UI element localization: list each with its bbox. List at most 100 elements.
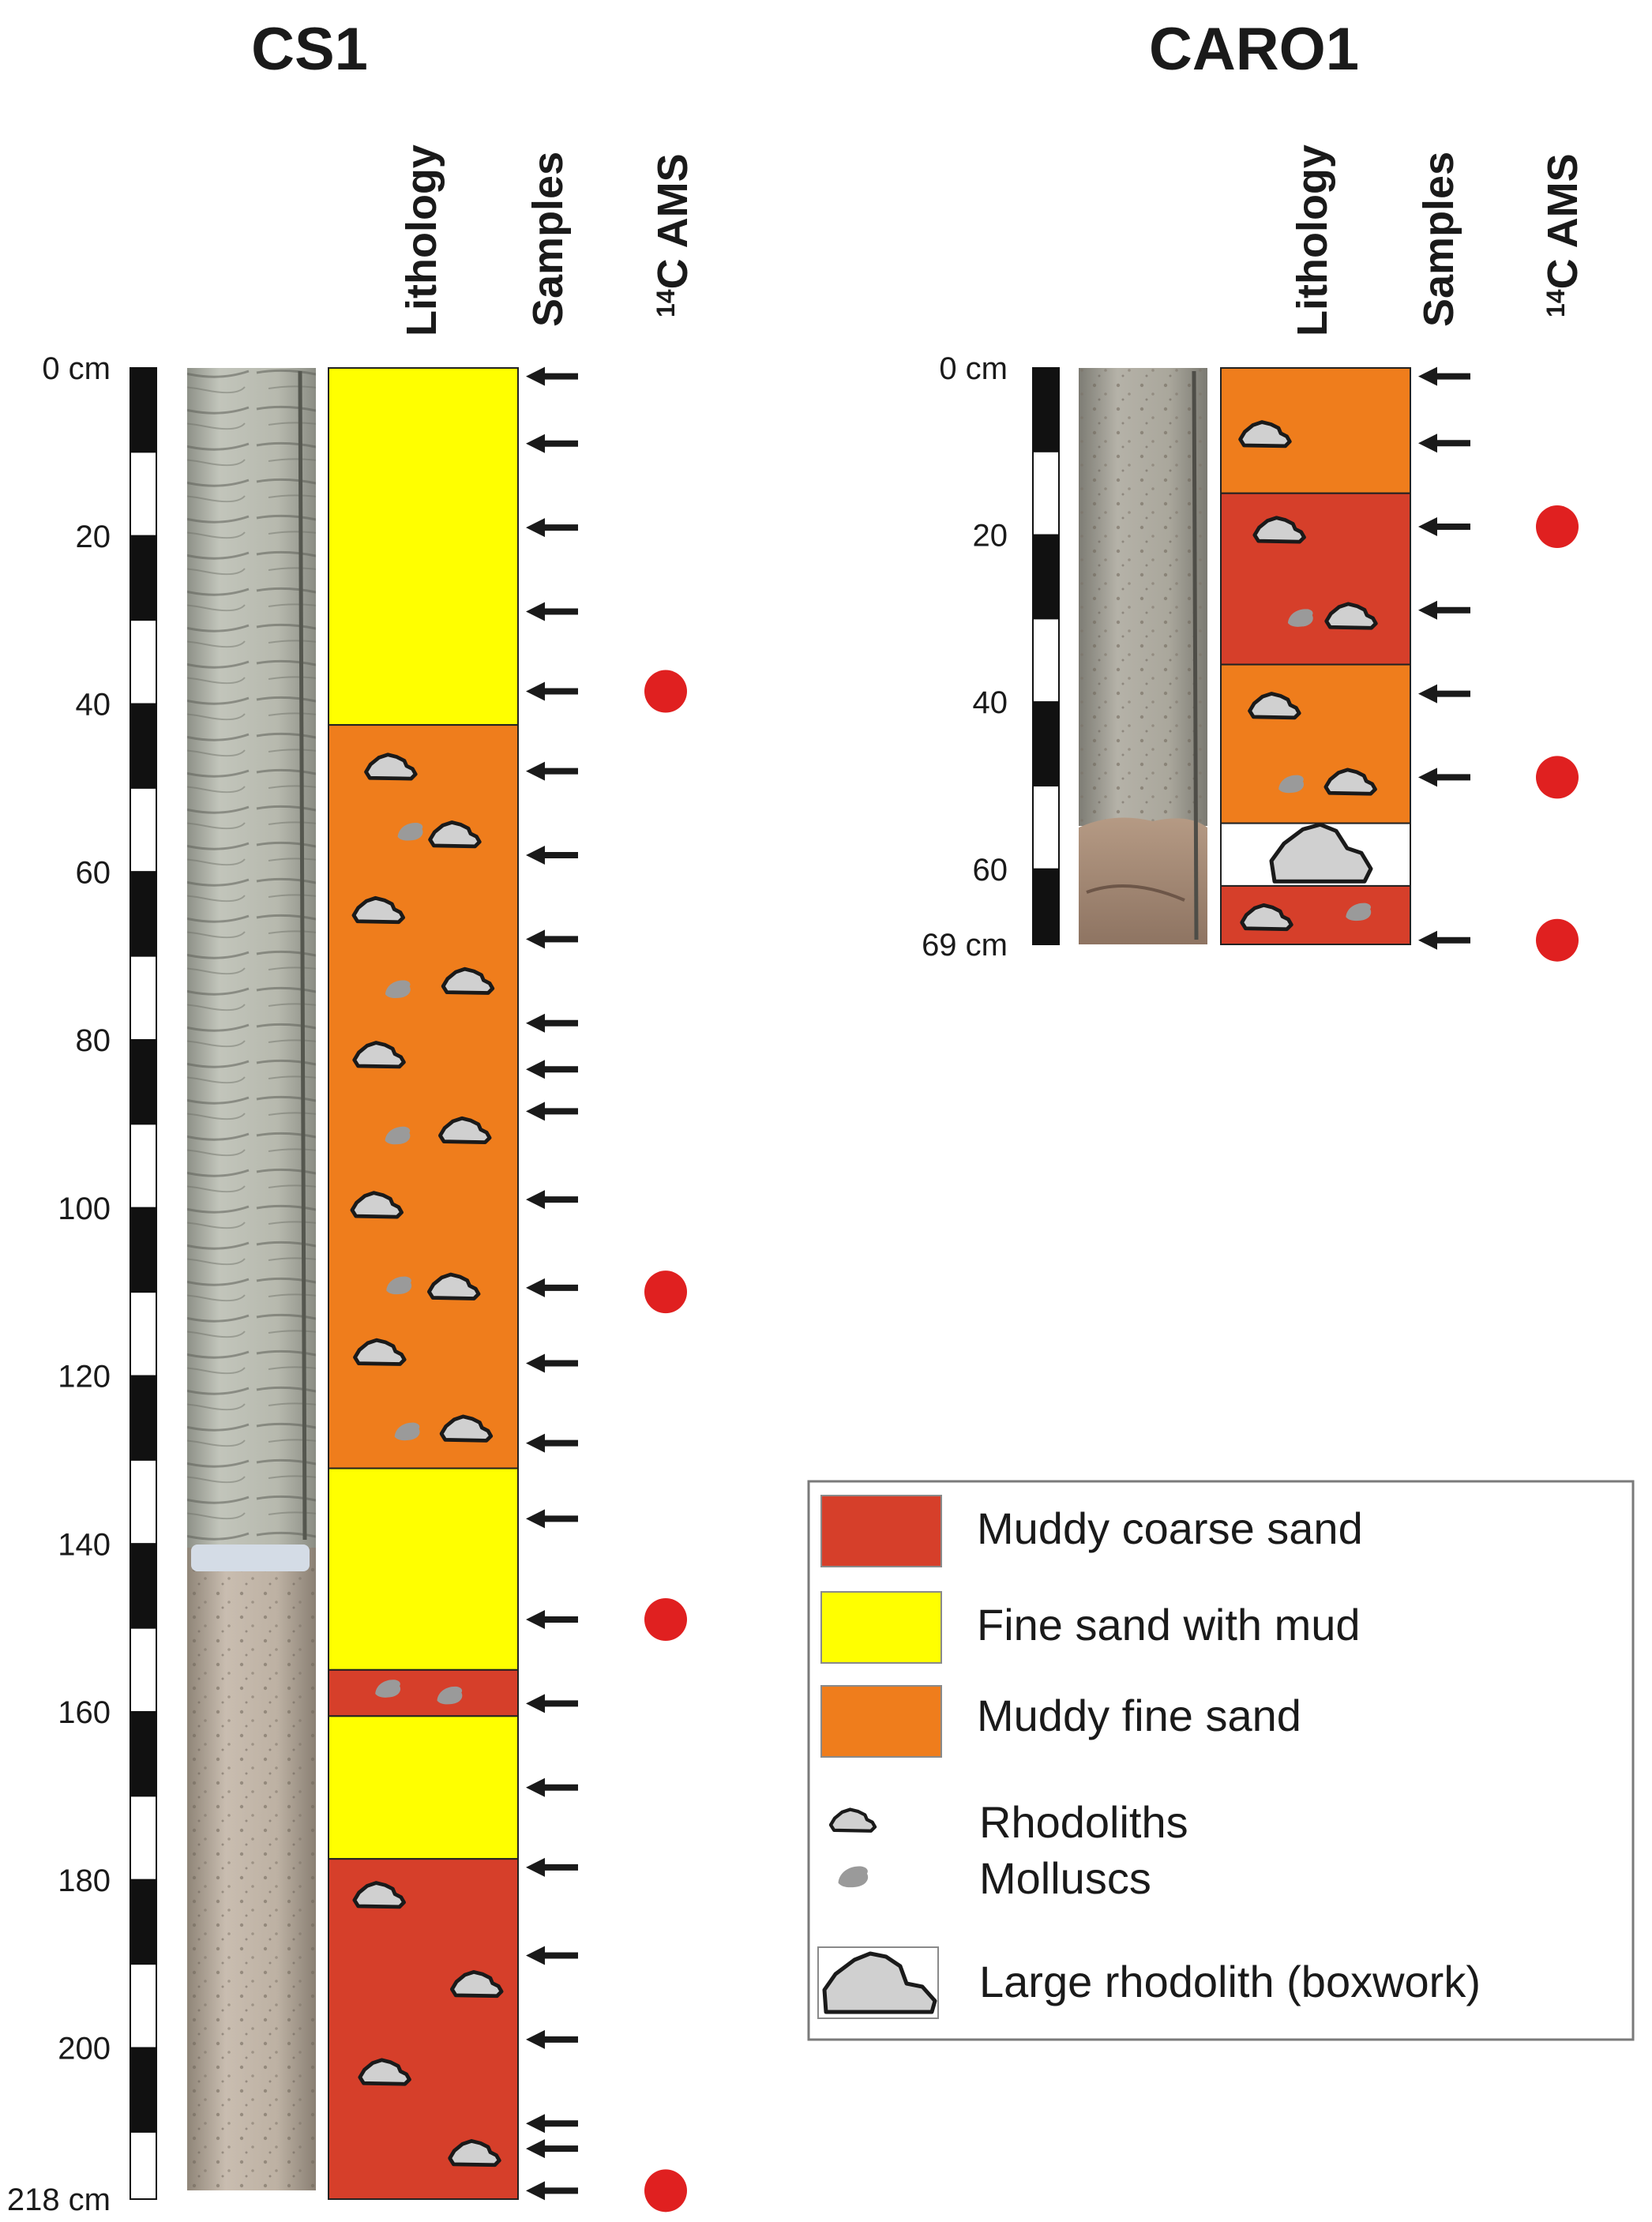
depth-scale-segment xyxy=(130,1879,157,1965)
depth-scale-segment xyxy=(1032,450,1060,536)
lithology-block xyxy=(328,1668,519,1717)
depth-scale-cs1 xyxy=(130,367,157,2201)
depth-label: 69 cm xyxy=(922,928,1008,963)
depth-scale-segment xyxy=(1032,868,1060,945)
depth-scale-segment xyxy=(130,451,157,537)
c14-header-text-cs1: C AMS xyxy=(649,153,696,289)
depth-label: 40 xyxy=(76,688,111,723)
depth-scale-segment xyxy=(130,1375,157,1461)
core-cs1: CS1 Lithology Samples 14C AMS 0 cm204060… xyxy=(7,16,696,2217)
depth-scale-segment xyxy=(130,2130,157,2201)
depth-scale-segment xyxy=(130,619,157,705)
sample-arrow xyxy=(526,929,578,949)
c14-header-caro1: 14C AMS xyxy=(1539,153,1586,317)
sample-arrow xyxy=(526,681,578,701)
sample-arrow xyxy=(526,1433,578,1453)
depth-scale-segment xyxy=(130,1039,157,1125)
sample-arrow xyxy=(526,845,578,865)
lithology-header-cs1: Lithology xyxy=(398,145,445,336)
depth-label: 218 cm xyxy=(7,2183,111,2217)
legend-label-fine-sand-with-mud: Fine sand with mud xyxy=(977,1600,1361,1650)
lithology-column-cs1 xyxy=(328,367,519,2200)
core-photo-edge-cs1 xyxy=(298,370,307,1541)
lithology-block xyxy=(328,1467,519,1671)
depth-label: 60 xyxy=(76,855,111,890)
sample-arrows-caro1 xyxy=(1418,366,1470,950)
c14-dating-marker xyxy=(1536,756,1579,799)
depth-scale-segment xyxy=(130,1627,157,1713)
c14-header-cs1: 14C AMS xyxy=(649,153,696,317)
sample-arrow xyxy=(526,1278,578,1297)
c14-markers-caro1 xyxy=(1536,505,1579,962)
depth-scale-segment xyxy=(1032,534,1060,620)
sample-arrow xyxy=(1418,434,1470,453)
legend-box xyxy=(807,1480,1635,2041)
column-headers-cs1: Lithology Samples 14C AMS xyxy=(398,145,696,336)
depth-label: 20 xyxy=(973,519,1008,554)
depth-label: 140 xyxy=(58,1527,111,1562)
core-photo-cs1 xyxy=(187,368,316,2190)
depth-scale-segment xyxy=(130,871,157,957)
c14-dating-marker xyxy=(1536,918,1579,962)
core-photo-label-tape-cs1 xyxy=(191,1545,310,1571)
depth-scale-caro1 xyxy=(1032,367,1060,945)
depth-scale-segment xyxy=(130,1711,157,1797)
depth-scale-segment xyxy=(130,1458,157,1545)
core-photo-texture-cs1 xyxy=(187,368,316,1548)
depth-scale-segment xyxy=(130,1207,157,1293)
depth-label: 0 cm xyxy=(42,351,111,386)
c14-dating-marker xyxy=(644,1271,687,1314)
lithology-block xyxy=(1220,663,1411,824)
sample-arrow xyxy=(526,2029,578,2049)
depth-scale-segment xyxy=(130,1291,157,1377)
c14-dating-marker xyxy=(644,2169,687,2213)
sample-arrow xyxy=(1418,517,1470,537)
lithology-header-caro1: Lithology xyxy=(1289,145,1336,336)
sample-arrow xyxy=(526,1694,578,1713)
sample-arrow xyxy=(1418,930,1470,950)
legend: Muddy coarse sand Fine sand with mud Mud… xyxy=(807,1480,1635,2041)
core-photo-rock-crack-caro1 xyxy=(1086,884,1185,902)
lithology-column-caro1 xyxy=(1220,367,1411,945)
depth-label: 40 xyxy=(973,685,1008,720)
legend-label-large-rhodolith: Large rhodolith (boxwork) xyxy=(979,1957,1481,2006)
sample-arrow xyxy=(1418,768,1470,787)
sample-arrow xyxy=(526,602,578,621)
legend-label-muddy-coarse-sand: Muddy coarse sand xyxy=(977,1503,1363,1553)
sample-arrow xyxy=(526,1013,578,1033)
lithology-block xyxy=(328,367,519,726)
depth-scale-segment xyxy=(1032,617,1060,704)
samples-header-caro1: Samples xyxy=(1415,152,1462,327)
depth-scale-segment xyxy=(1032,784,1060,870)
c14-header-sup-cs1: 14 xyxy=(651,289,680,317)
c14-dating-marker xyxy=(644,1598,687,1642)
depth-scale-segment xyxy=(130,955,157,1042)
sample-arrow xyxy=(526,1102,578,1121)
depth-label: 180 xyxy=(58,1864,111,1898)
legend-large-rhodolith-icon xyxy=(822,1951,937,2014)
sample-arrow xyxy=(1418,684,1470,704)
legend-swatch-muddy-fine-sand xyxy=(820,1685,942,1758)
sample-arrow xyxy=(526,1190,578,1210)
lithology-block xyxy=(328,1715,519,1860)
depth-scale-segment xyxy=(130,535,157,621)
depth-scale-segment xyxy=(130,367,157,453)
sample-arrow xyxy=(526,761,578,781)
depth-scale-segment xyxy=(130,1123,157,1209)
depth-label: 160 xyxy=(58,1695,111,1730)
depth-label: 120 xyxy=(58,1360,111,1394)
c14-dating-marker xyxy=(1536,505,1579,549)
c14-markers-cs1 xyxy=(644,670,687,2213)
large-rhodolith-symbol xyxy=(1269,822,1373,884)
sample-arrow xyxy=(526,1509,578,1529)
c14-header-text-caro1: C AMS xyxy=(1539,153,1586,289)
legend-swatch-muddy-coarse-sand xyxy=(820,1495,942,1567)
legend-label-molluscs: Molluscs xyxy=(979,1853,1151,1903)
core-photo-rock-caro1 xyxy=(1079,817,1207,944)
sample-arrow xyxy=(526,1610,578,1630)
depth-label: 200 xyxy=(58,2032,111,2066)
core-title-cs1: CS1 xyxy=(251,16,368,83)
core-photo-caro1 xyxy=(1079,368,1207,944)
